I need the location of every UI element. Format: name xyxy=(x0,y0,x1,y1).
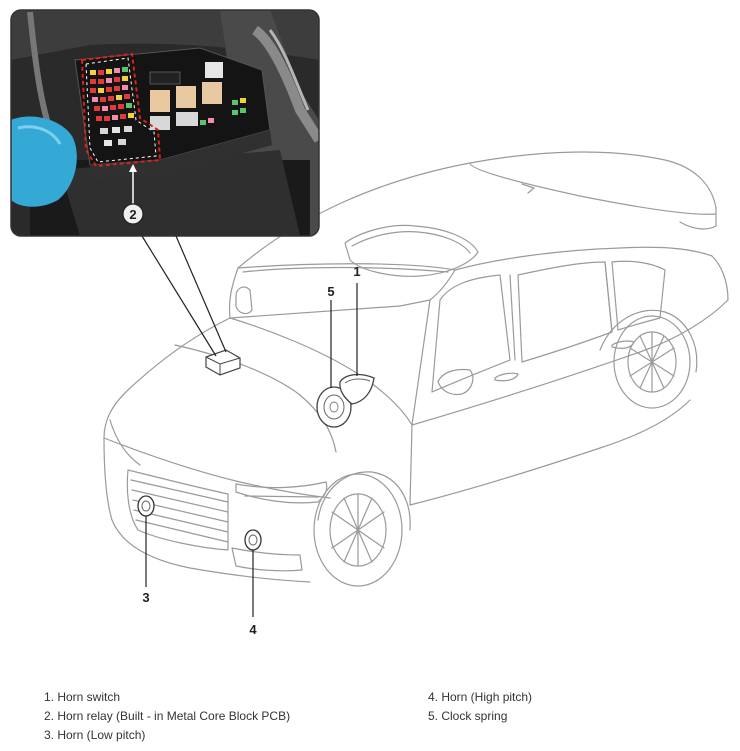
legend-item-horn-low-pitch: 3. Horn (Low pitch) xyxy=(44,728,146,742)
legend-right-column: 4. Horn (High pitch) 5. Clock spring xyxy=(428,688,532,726)
legend-item-clock-spring: 5. Clock spring xyxy=(428,709,508,723)
legend-item-horn-relay: 2. Horn relay (Built - in Metal Core Blo… xyxy=(44,709,291,723)
callout-3: 3 xyxy=(142,590,149,605)
callout-1: 1 xyxy=(353,264,360,279)
horn-high-pitch-component xyxy=(244,529,262,551)
legend-item-horn-high-pitch: 4. Horn (High pitch) xyxy=(428,690,533,704)
leader-lines xyxy=(141,235,358,617)
callout-2: 2 xyxy=(129,207,136,222)
callout-4: 4 xyxy=(249,622,257,637)
fuse-box-inset-photo xyxy=(10,9,320,237)
relay-box-marker xyxy=(205,349,241,376)
horn-switch-component xyxy=(339,373,375,405)
callout-5: 5 xyxy=(327,284,334,299)
car-illustration xyxy=(103,151,729,587)
legend-left-column: 1. Horn switch 2. Horn relay (Built - in… xyxy=(44,688,290,745)
horn-low-pitch-component xyxy=(137,495,155,517)
legend-item-horn-switch: 1. Horn switch xyxy=(44,690,121,704)
clock-spring-component xyxy=(316,386,352,428)
